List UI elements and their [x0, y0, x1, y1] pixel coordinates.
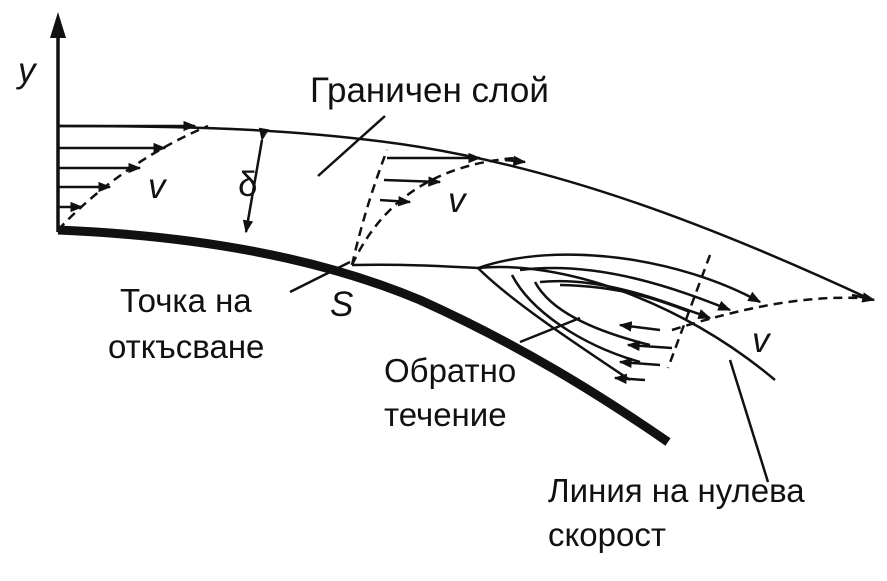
- reverse-flow-leader: [519, 316, 581, 344]
- boundary-layer-label: Граничен слой: [310, 71, 549, 110]
- reverse-flow-arrows: [613, 321, 673, 384]
- separation-point-label-line2: откъсване: [108, 328, 264, 365]
- velocity-profile-1: [57, 120, 209, 231]
- velocity-label-1: v: [148, 167, 168, 206]
- outer-flow-end-arrow: [851, 292, 876, 303]
- point-s-label: S: [330, 285, 353, 324]
- delta-arrow: [242, 127, 270, 234]
- wall-surface: [57, 225, 671, 446]
- velocity-profile-3: [666, 254, 861, 369]
- boundary-layer-leader: [317, 115, 386, 177]
- separation-point-label-line1: Точка на: [120, 282, 252, 319]
- zero-velocity-leader: [728, 359, 770, 483]
- zero-velocity-label-line2: скорост: [548, 516, 666, 553]
- y-axis-arrow: [50, 12, 66, 38]
- y-axis-label: y: [16, 51, 38, 90]
- boundary-layer-edge-arrow: [504, 155, 527, 167]
- delta-label: δ: [238, 165, 257, 204]
- reverse-flow-label-line1: Обратно: [384, 352, 516, 389]
- velocity-label-3: v: [752, 321, 772, 360]
- velocity-profile-2: [350, 149, 516, 266]
- separation-leader: [289, 260, 351, 294]
- velocity-label-2: v: [448, 181, 468, 220]
- zero-velocity-label-line1: Линия на нулева: [548, 472, 805, 509]
- reverse-flow-label-line2: течение: [384, 396, 507, 433]
